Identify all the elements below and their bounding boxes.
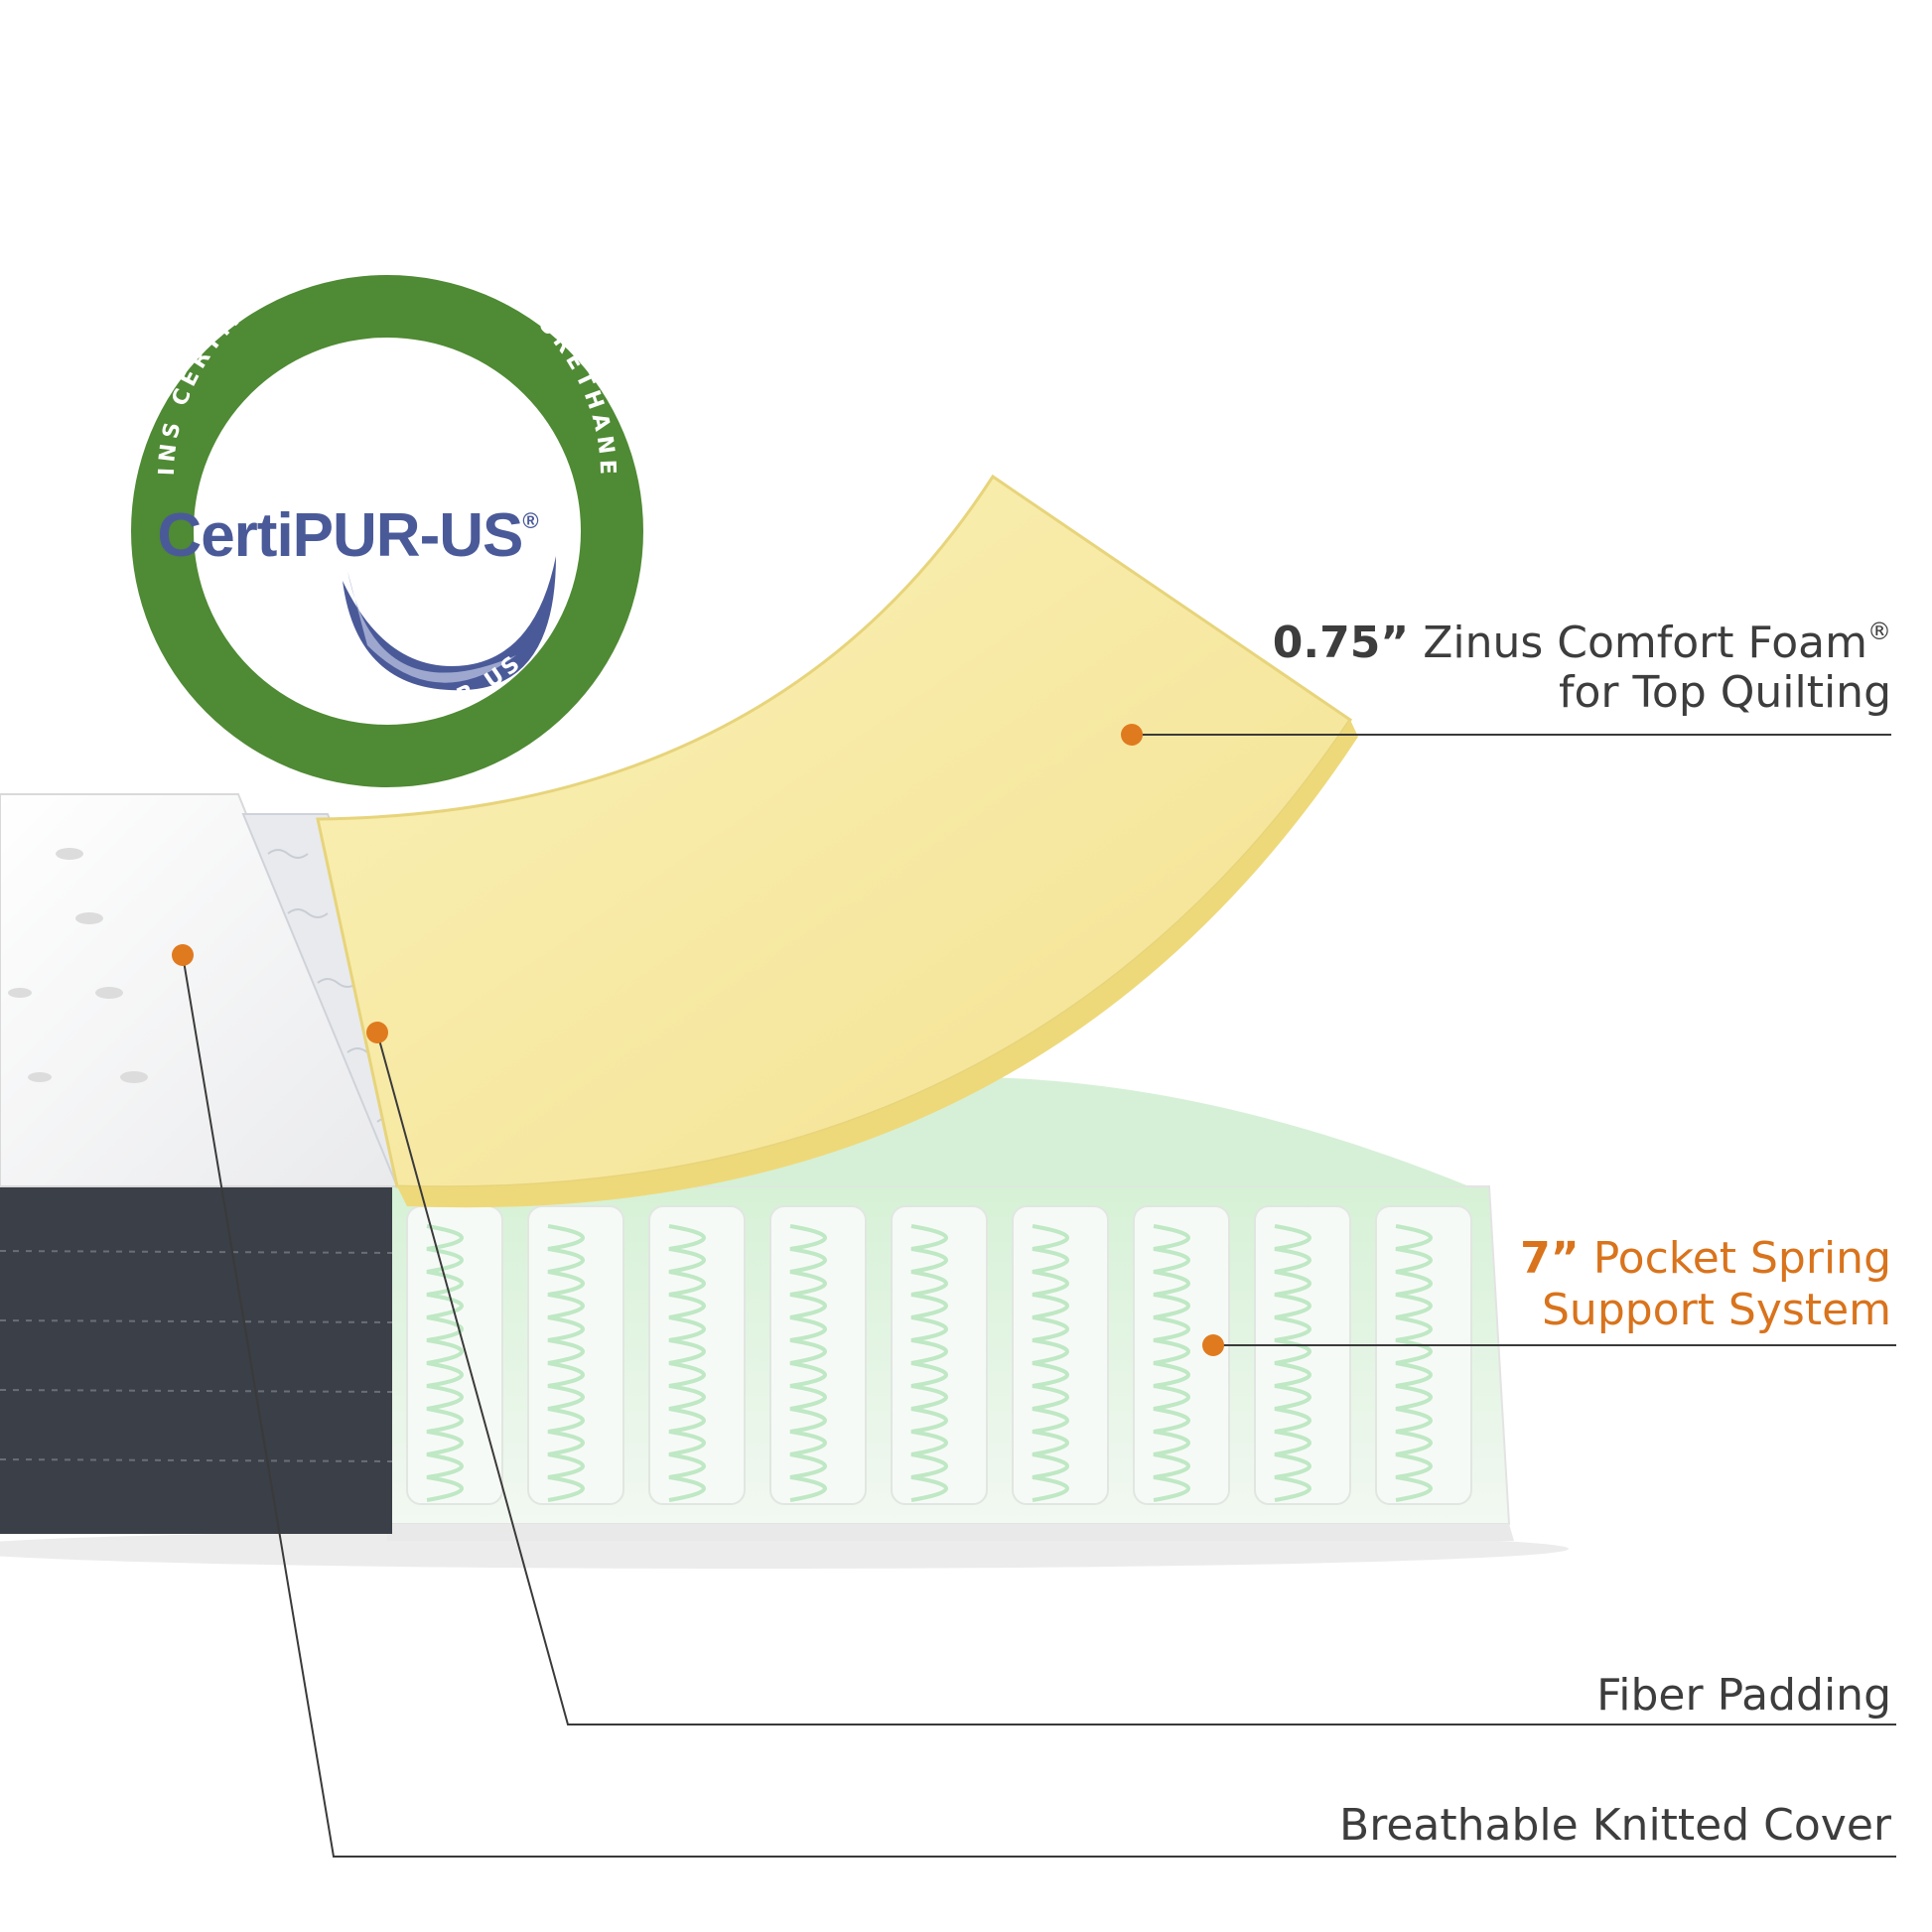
- callout-comfort-foam: 0.75” Zinus Comfort Foam® for Top Quilti…: [1121, 618, 1891, 746]
- callout-knitted-cover: Breathable Knitted Cover: [172, 944, 1896, 1858]
- callout-knitted-cover-text: Breathable Knitted Cover: [1339, 1800, 1892, 1851]
- spring-coil: [1395, 1224, 1433, 1502]
- spring-coil: [547, 1224, 585, 1502]
- badge-swoosh: [343, 556, 556, 691]
- cover-side-stitches: [0, 1250, 393, 1462]
- callout-pocket-spring: 7” Pocket Spring Support System: [1202, 1233, 1896, 1356]
- marker-knitted-cover: [172, 944, 194, 966]
- spring-coil: [789, 1224, 827, 1502]
- spring-coil: [426, 1224, 464, 1502]
- badge-brand: CertiPUR-US®: [157, 501, 538, 570]
- badge-brand-text: CertiPUR-US: [157, 501, 522, 570]
- callout-fiber-padding: Fiber Padding: [366, 1022, 1896, 1725]
- spring-coil: [910, 1224, 948, 1502]
- marker-pocket-spring: [1202, 1334, 1224, 1356]
- callout-pocket-spring-height: 7”: [1520, 1233, 1580, 1284]
- callout-comfort-foam-mark: ®: [1867, 618, 1891, 645]
- callout-comfort-foam-thickness: 0.75”: [1273, 618, 1409, 668]
- leader-fiber-padding: [376, 1032, 1896, 1725]
- callout-pocket-spring-name: Pocket Spring: [1580, 1233, 1891, 1284]
- spring-columns: [406, 1205, 1472, 1505]
- callout-pocket-spring-line2: Support System: [1542, 1285, 1891, 1335]
- badge-registered-mark: ®: [522, 508, 538, 533]
- spring-coil: [1153, 1224, 1190, 1502]
- callout-fiber-padding-text: Fiber Padding: [1596, 1670, 1891, 1721]
- callout-comfort-foam-line1: 0.75” Zinus Comfort Foam®: [1273, 618, 1891, 668]
- leader-knitted-cover: [182, 954, 1896, 1858]
- spring-coil: [1032, 1224, 1069, 1502]
- callout-comfort-foam-name: Zinus Comfort Foam: [1409, 618, 1867, 668]
- marker-fiber-padding: [366, 1022, 388, 1043]
- mattress-illustration: [0, 474, 1569, 1569]
- certipur-us-badge: CertiPUR-US® CONTAINS CERTIFIED FLEXIBLE…: [0, 0, 643, 787]
- cover-side-panel: [0, 1186, 392, 1534]
- spring-coil: [668, 1224, 706, 1502]
- spring-coil: [1274, 1224, 1311, 1502]
- callout-pocket-spring-line1: 7” Pocket Spring: [1520, 1233, 1891, 1284]
- callout-comfort-foam-line2: for Top Quilting: [1559, 667, 1891, 718]
- marker-comfort-foam: [1121, 724, 1143, 746]
- cover-tufts: [8, 848, 148, 1083]
